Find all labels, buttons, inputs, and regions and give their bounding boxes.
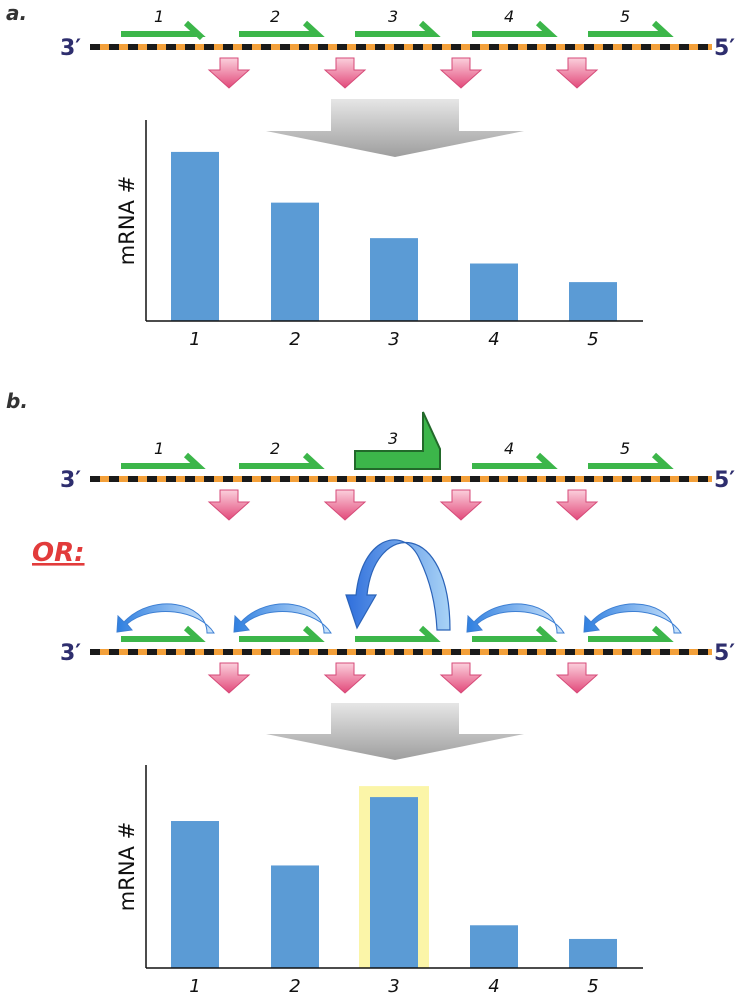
pink-arrows [207,57,599,694]
bar-a-1 [171,151,219,321]
strand-3-left-label: 3′ [60,641,81,666]
tick-label-a-5: 5 [587,329,598,350]
tick-label-a-3: 3 [388,329,399,350]
gene-arrow-b-3-enlarged [354,411,441,470]
bar-a-5 [569,282,617,321]
gene-label-b-2: 2 [270,439,280,458]
gene-label-b-1: 1 [154,439,164,458]
gene-arrow-a-4 [472,20,558,37]
bar-a-3 [370,238,418,321]
strand-1-right-label: 5′ [714,36,735,61]
big-down-arrow-b [266,703,524,760]
gene-arrow-b-1 [121,452,206,469]
tick-label-b-2: 2 [289,976,300,994]
promoter-arrow-a-3 [439,57,483,89]
tick-label-b-5: 5 [587,976,598,994]
gene-label-a-5: 5 [620,7,630,26]
gene-label-a-1: 1 [154,7,164,26]
or-label: OR: [32,538,85,568]
gene-label-b-3: 3 [388,429,398,448]
readthrough-arrow-5 [583,603,682,634]
bar-b-2 [271,865,319,968]
gene-arrow-c-1 [121,625,206,642]
promoter-arrow-c-3 [439,662,483,694]
big-down-arrow-a [266,99,524,157]
strand-2-left-label: 3′ [60,468,81,493]
panel-b-label: b. [6,389,28,413]
gene-label-b-5: 5 [620,439,630,458]
gene-arrow-a-3 [355,20,441,37]
gene-label-b-4: 4 [504,439,514,458]
gene-arrow-b-4 [472,452,558,469]
strand-2: 3′ 5′ [60,468,735,493]
gene-label-a-2: 2 [270,7,280,26]
promoter-arrow-c-4 [555,662,599,694]
gene-arrow-c-4 [472,625,558,642]
panel-a-label: a. [6,1,27,25]
readthrough-arrow-4 [466,603,565,634]
y-axis-label-b: mRNA # [115,822,139,911]
gene-arrow-b-5 [588,452,674,469]
promoter-arrow-a-4 [555,57,599,89]
strand-1-left-label: 3′ [60,36,81,61]
promoter-arrow-a-1 [207,57,251,89]
gene-arrow-c-5 [588,625,674,642]
gene-arrow-b-2 [239,452,325,469]
promoter-arrow-b-2 [323,489,367,521]
bar-a-4 [470,263,518,321]
promoter-arrow-b-3 [439,489,483,521]
strand-3: 3′ 5′ [60,641,735,666]
gene-label-a-4: 4 [504,7,514,26]
y-axis-label-a: mRNA # [115,176,139,265]
bar-b-3 [370,797,418,968]
promoter-arrow-c-1 [207,662,251,694]
tick-label-b-4: 4 [488,976,499,994]
gene-arrow-a-5 [588,20,674,37]
readthrough-arrow-1 [116,603,215,634]
promoter-arrow-a-2 [323,57,367,89]
tick-label-b-3: 3 [388,976,399,994]
gene-arrow-a-1 [121,20,206,41]
strand-2-right-label: 5′ [714,468,735,493]
promoter-arrow-c-2 [323,662,367,694]
bar-b-1 [171,821,219,968]
promoter-arrow-b-4 [555,489,599,521]
tick-label-a-2: 2 [289,329,300,350]
tick-label-b-1: 1 [189,976,200,994]
gene-arrow-a-2 [239,20,325,37]
bar-b-5 [569,938,617,968]
tick-label-a-1: 1 [189,329,200,350]
tick-label-a-4: 4 [488,329,499,350]
bar-chart-a: 1 2 3 4 5 mRNA # [115,120,643,350]
bar-b-4 [470,925,518,968]
gene-label-a-3: 3 [388,7,398,26]
strand-1: 3′ 5′ [60,36,735,61]
gene-arrow-c-3 [355,625,441,642]
bar-a-2 [271,202,319,321]
readthrough-arrow-3-large [345,539,451,631]
strand-3-right-label: 5′ [714,641,735,666]
readthrough-arrow-2 [233,603,332,634]
bar-chart-b: 1 2 3 4 5 mRNA # [115,765,643,994]
gene-arrow-c-2 [239,625,325,642]
promoter-arrow-b-1 [207,489,251,521]
